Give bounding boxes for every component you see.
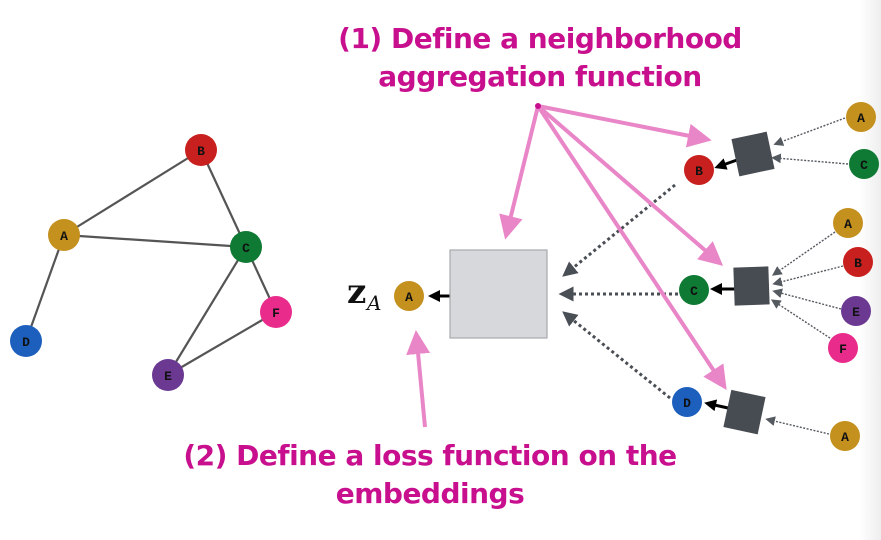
layer2-node-c: C: [849, 149, 879, 179]
pointer-to-aggregator-b: [537, 104, 712, 148]
node-label: E: [164, 369, 172, 384]
caption-step1-line2: aggregation function: [378, 60, 702, 93]
node-label: A: [60, 229, 68, 244]
target-node-a: A: [394, 281, 424, 311]
layer2-node-f: F: [828, 333, 858, 363]
layer2-node-a: A: [830, 421, 860, 451]
layer1-node-c: C: [679, 275, 709, 305]
graph-node-e: E: [152, 359, 184, 391]
graph-node-c: C: [230, 231, 262, 263]
graph-node-f: F: [260, 296, 292, 328]
node-label: C: [860, 158, 868, 173]
layer1-node-b: B: [684, 155, 714, 185]
pointer-to-aggregator-d: [536, 104, 727, 390]
pointer-origin-dot: [535, 103, 541, 109]
message-arrow-a-to-c: [771, 231, 836, 276]
edge-e-f: [167, 311, 277, 376]
pointer-to-embedding: [406, 330, 431, 428]
node-label: A: [857, 111, 865, 126]
pointer-to-root-box: [499, 105, 540, 240]
layer2-node-a: A: [846, 102, 876, 132]
aggregator-b-output-arrow: [714, 158, 738, 170]
node-label: A: [841, 430, 849, 445]
message-arrow-a-to-b: [773, 117, 846, 146]
layer1-node-d: D: [672, 387, 702, 417]
node-label: A: [844, 217, 852, 232]
embedding-symbol: z: [347, 272, 366, 312]
aggregator-d-output-arrow: [704, 399, 729, 412]
caption-step1: (1) Define a neighborhood aggregation fu…: [320, 20, 760, 96]
node-label: B: [854, 256, 862, 271]
graph-node-a: A: [48, 219, 80, 251]
node-label: D: [22, 335, 30, 350]
annotation-arrows: [406, 103, 727, 428]
caption-step2-line1: (2) Define a loss function on the: [183, 439, 677, 472]
edge-c-e: [167, 246, 247, 376]
node-label: A: [405, 290, 413, 305]
node-label: B: [695, 164, 703, 179]
aggregator-box-b: [731, 131, 775, 177]
node-label: C: [690, 284, 698, 299]
message-arrow-e-to-c: [772, 288, 842, 310]
layer2-node-a: A: [833, 208, 863, 238]
edge-a-d: [24, 234, 66, 342]
layer2-node-e: E: [841, 296, 871, 326]
node-label: D: [683, 396, 691, 411]
aggregator-box-d: [723, 389, 766, 435]
computation-graph: z A A B A C C A B E F D A: [347, 102, 879, 451]
node-label: F: [272, 306, 280, 321]
caption-step2: (2) Define a loss function on the embedd…: [170, 437, 690, 513]
node-label: E: [852, 305, 860, 320]
layer2-node-b: B: [843, 247, 873, 277]
node-label: C: [242, 241, 250, 256]
pointer-to-aggregator-c: [536, 104, 724, 266]
embedding-subscript: A: [365, 291, 381, 315]
edge-a-c: [63, 233, 247, 249]
message-arrow-b-to-c: [772, 265, 844, 287]
message-arrow-a-to-d: [765, 416, 830, 435]
message-arrow-d-to-root: [562, 311, 671, 400]
root-aggregation-box: [449, 249, 548, 339]
graph-node-d: D: [10, 325, 42, 357]
message-arrow-c-to-b: [771, 153, 849, 165]
input-graph: B A C D E F: [10, 134, 292, 391]
caption-step1-line1: (1) Define a neighborhood: [338, 22, 742, 55]
graph-node-b: B: [185, 134, 217, 166]
edge-a-b: [63, 149, 202, 236]
node-label: B: [197, 144, 205, 159]
aggregator-box-c: [733, 266, 770, 306]
edge-b-c: [200, 149, 247, 248]
node-label: F: [839, 342, 847, 357]
caption-step2-line2: embeddings: [335, 477, 525, 510]
message-arrow-f-to-c: [770, 299, 834, 341]
